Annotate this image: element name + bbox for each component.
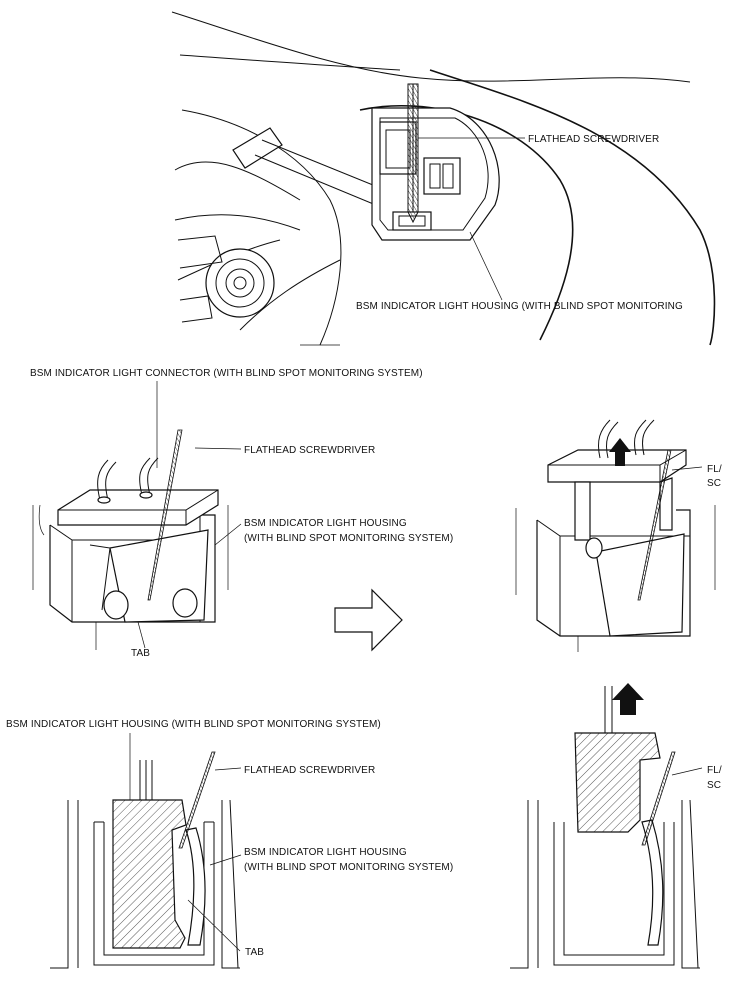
mid-tab-label: TAB (131, 648, 150, 659)
bottom-housing-label-2: (WITH BLIND SPOT MONITORING SYSTEM) (244, 862, 453, 873)
bottom-screwdriver-label: FLATHEAD SCREWDRIVER (244, 765, 375, 776)
mid-right-cut-label-1: FL/ (707, 464, 722, 475)
bottom-right-illustration: FL/ SC (510, 683, 722, 969)
bottom-right-cut-label-1: FL/ (707, 765, 722, 776)
mid-housing-label-1: BSM INDICATOR LIGHT HOUSING (244, 518, 407, 529)
middle-right-illustration: FL/ SC (515, 419, 722, 652)
bottom-right-cut-label-2: SC (707, 780, 721, 791)
mid-housing-label-2: (WITH BLIND SPOT MONITORING SYSTEM) (244, 533, 453, 544)
mid-screwdriver-label: FLATHEAD SCREWDRIVER (244, 445, 375, 456)
bottom-left-illustration: BSM INDICATOR LIGHT HOUSING (WITH BLIND … (6, 719, 453, 969)
middle-left-illustration: BSM INDICATOR LIGHT CONNECTOR (WITH BLIN… (30, 368, 453, 659)
bottom-housing-label-1: BSM INDICATOR LIGHT HOUSING (244, 847, 407, 858)
top-screwdriver-label: FLATHEAD SCREWDRIVER (528, 134, 659, 145)
bottom-housing-label: BSM INDICATOR LIGHT HOUSING (WITH BLIND … (6, 719, 381, 730)
up-arrow-icon (609, 438, 631, 466)
mid-right-cut-label-2: SC (707, 478, 721, 489)
top-view-illustration: FLATHEAD SCREWDRIVER BSM INDICATOR LIGHT… (171, 11, 716, 346)
right-arrow-icon (334, 588, 403, 652)
mid-connector-label: BSM INDICATOR LIGHT CONNECTOR (WITH BLIN… (30, 368, 423, 379)
bottom-tab-label: TAB (245, 947, 264, 958)
top-housing-label: BSM INDICATOR LIGHT HOUSING (WITH BLIND … (356, 301, 683, 312)
